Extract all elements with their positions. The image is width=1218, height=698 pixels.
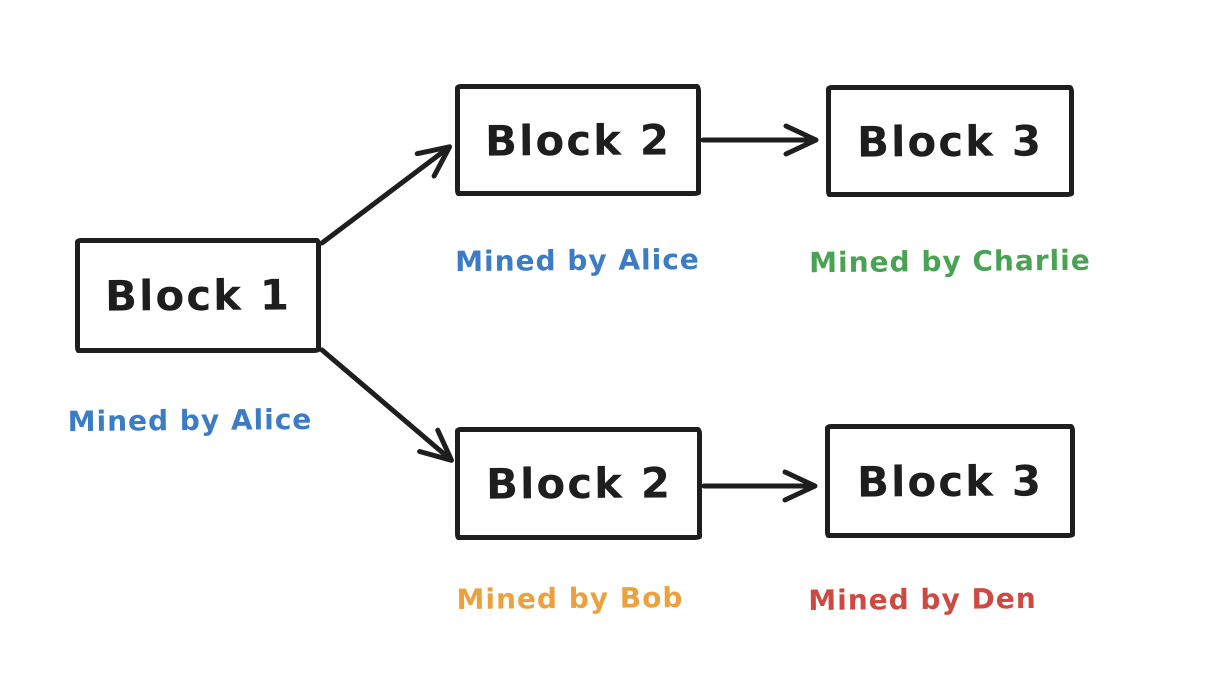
- miner-label-block-2-bottom: Mined by Bob: [456, 581, 684, 616]
- block-node-3-top: Block 3: [826, 85, 1074, 197]
- miner-label-block-3-top: Mined by Charlie: [809, 243, 1091, 280]
- block-node-2-top: Block 2: [455, 84, 701, 196]
- block-node-label: Block 3: [856, 455, 1044, 507]
- block-node-label: Block 1: [104, 270, 292, 321]
- block-node-label: Block 2: [484, 114, 672, 166]
- arrow-block1-to-block2-top: [319, 144, 453, 246]
- block-node-label: Block 2: [485, 458, 672, 509]
- block-node-label: Block 3: [856, 115, 1044, 167]
- block-node-2-bottom: Block 2: [455, 427, 702, 540]
- arrow-block1-to-block2-bottom: [319, 347, 455, 463]
- block-node-1: Block 1: [75, 238, 321, 353]
- miner-label-block-2-top: Mined by Alice: [455, 242, 700, 279]
- miner-label-block-3-bottom: Mined by Den: [808, 582, 1037, 617]
- block-node-3-bottom: Block 3: [825, 424, 1075, 538]
- miner-label-block-1: Mined by Alice: [67, 402, 313, 439]
